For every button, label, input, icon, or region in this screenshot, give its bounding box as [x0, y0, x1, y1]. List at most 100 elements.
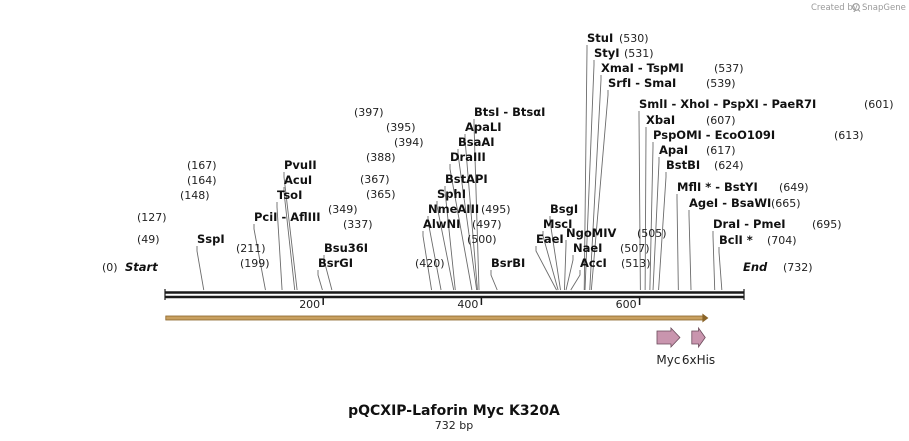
site-position-draiii: (388) [366, 151, 396, 164]
site-leader-bsaai [457, 149, 478, 291]
end-label: End [743, 260, 768, 274]
site-label-bsaai[interactable]: BsaAI [458, 135, 495, 149]
feature-6xhis-arrow[interactable] [691, 326, 706, 349]
site-position-sphi: (365) [366, 188, 396, 201]
site-position-pvuii: (167) [187, 159, 217, 172]
site-position-sspi: (49) [137, 233, 160, 246]
site-position-apali: (395) [386, 121, 416, 134]
site-label-draiii[interactable]: DraIII [450, 150, 486, 164]
site-leader-msci [542, 231, 559, 291]
site-label-apai[interactable]: ApaI [659, 143, 688, 157]
site-label-alwni[interactable]: AlwNI [423, 217, 460, 231]
site-leader-sspi [196, 246, 205, 291]
orf-arrow [165, 313, 709, 323]
site-leader-pvuii [283, 172, 298, 291]
site-leader-eaei [535, 246, 557, 291]
start-label: Start [125, 260, 158, 274]
site-position-eaei: (495) [481, 203, 511, 216]
site-leader-bsgi [549, 216, 561, 291]
site-position-naei: (507) [620, 242, 650, 255]
site-position-tsoi: (148) [180, 189, 210, 202]
site-label-stui[interactable]: StuI [587, 31, 613, 45]
site-position-bstapi: (367) [360, 173, 390, 186]
site-leader-naei [565, 255, 574, 291]
site-position-bcli: (704) [767, 234, 797, 247]
site-label-drai-pmei[interactable]: DraI - PmeI [713, 217, 786, 231]
site-label-smli-xhoi-pspxi-paer7i[interactable]: SmlI - XhoI - PspXI - PaeR7I [639, 97, 816, 111]
site-label-pspomi-ecoo109i[interactable]: PspOMI - EcoO109I [653, 128, 775, 142]
site-leader-btsi-bts-i [473, 119, 480, 291]
site-label-bstbi[interactable]: BstBI [666, 158, 700, 172]
site-position-xmai-tspmi: (537) [714, 62, 744, 75]
site-label-nmeaiii[interactable]: NmeAIII [428, 202, 479, 216]
site-leader-tsoi [276, 202, 283, 291]
site-leader-bsrgi [317, 270, 323, 291]
site-label-eaei[interactable]: EaeI [536, 232, 564, 246]
site-leader-bsu36i [323, 255, 333, 291]
site-position-bsaai: (394) [394, 136, 424, 149]
site-label-bsrgi[interactable]: BsrGI [318, 256, 353, 270]
feature-myc-label: Myc [656, 353, 680, 367]
site-position-bsrgi: (199) [240, 257, 270, 270]
site-position-xbai: (607) [706, 114, 736, 127]
site-leader-apali [464, 134, 478, 291]
site-label-sphi[interactable]: SphI [437, 187, 466, 201]
site-label-tsoi[interactable]: TsoI [277, 188, 302, 202]
site-position-nmeaiii: (349) [328, 203, 358, 216]
site-label-apali[interactable]: ApaLI [465, 120, 502, 134]
site-label-sspi[interactable]: SspI [197, 232, 225, 246]
feature-6xhis-label: 6xHis [682, 353, 715, 367]
restriction-site-labels: SspI (49) PciI - AflIII (127) TsoI (148) AcuI (… [137, 31, 894, 270]
site-label-srfi-smai[interactable]: SrfI - SmaI [608, 76, 676, 90]
site-leader-acci [570, 270, 581, 291]
site-label-pvuii[interactable]: PvuII [284, 158, 317, 172]
site-position-bsrbi: (420) [415, 257, 445, 270]
site-leader-drai-pmei [712, 231, 716, 291]
site-label-xmai-tspmi[interactable]: XmaI - TspMI [601, 61, 684, 75]
site-position-srfi-smai: (539) [706, 77, 736, 90]
site-label-bsu36i[interactable]: Bsu36I [324, 241, 368, 255]
site-leader-alwni [422, 231, 433, 291]
site-label-xbai[interactable]: XbaI [646, 113, 675, 127]
site-label-bstapi[interactable]: BstAPI [445, 172, 488, 186]
site-label-styi[interactable]: StyI [594, 46, 620, 60]
site-leader-stui [583, 45, 588, 291]
site-label-btsi-bts-i[interactable]: BtsI - BtsαI [474, 105, 545, 119]
site-leader-bsrbi [490, 270, 498, 291]
site-label-mfli-bstyi[interactable]: MflI * - BstYI [677, 180, 758, 194]
site-leader-acui [283, 187, 296, 291]
orf-body[interactable] [165, 315, 704, 321]
site-position-msci: (497) [472, 218, 502, 231]
site-label-agei-bsawi[interactable]: AgeI - BsaWI [689, 196, 771, 210]
site-position-bsgi: (500) [467, 233, 497, 246]
site-leader-sphi [436, 201, 455, 291]
site-position-pcii-afliii: (127) [137, 211, 167, 224]
site-label-acci[interactable]: AccI [580, 256, 607, 270]
site-leader-ngomiv [563, 240, 567, 291]
map-length: 732 bp [435, 419, 473, 432]
site-label-msci[interactable]: MscI [543, 217, 572, 231]
watermark-prefix: Created by [811, 3, 858, 13]
start-position: (0) [102, 261, 118, 274]
site-label-bsgi[interactable]: BsgI [550, 202, 578, 216]
site-leader-lines [196, 45, 723, 291]
site-label-pcii-afliii[interactable]: PciI - AflIII [254, 210, 321, 224]
site-label-ngomiv[interactable]: NgoMIV [566, 226, 616, 240]
site-position-agei-bsawi: (665) [771, 197, 801, 210]
site-position-acui: (164) [187, 174, 217, 187]
site-leader-xbai [644, 127, 647, 291]
site-label-bcli[interactable]: BclI * [719, 233, 753, 247]
site-leader-apai [652, 157, 660, 291]
site-position-styi: (531) [624, 47, 654, 60]
tick-label-600: 600 [616, 298, 637, 311]
site-label-bsrbi[interactable]: BsrBI [491, 256, 525, 270]
site-label-naei[interactable]: NaeI [573, 241, 602, 255]
site-leader-styi [584, 60, 595, 291]
site-position-ngomiv: (505) [637, 227, 667, 240]
site-leader-pspomi-ecoo109i [649, 142, 654, 291]
site-label-acui[interactable]: AcuI [284, 173, 312, 187]
site-leader-agei-bsawi [688, 210, 692, 291]
feature-myc-arrow[interactable] [656, 326, 681, 349]
